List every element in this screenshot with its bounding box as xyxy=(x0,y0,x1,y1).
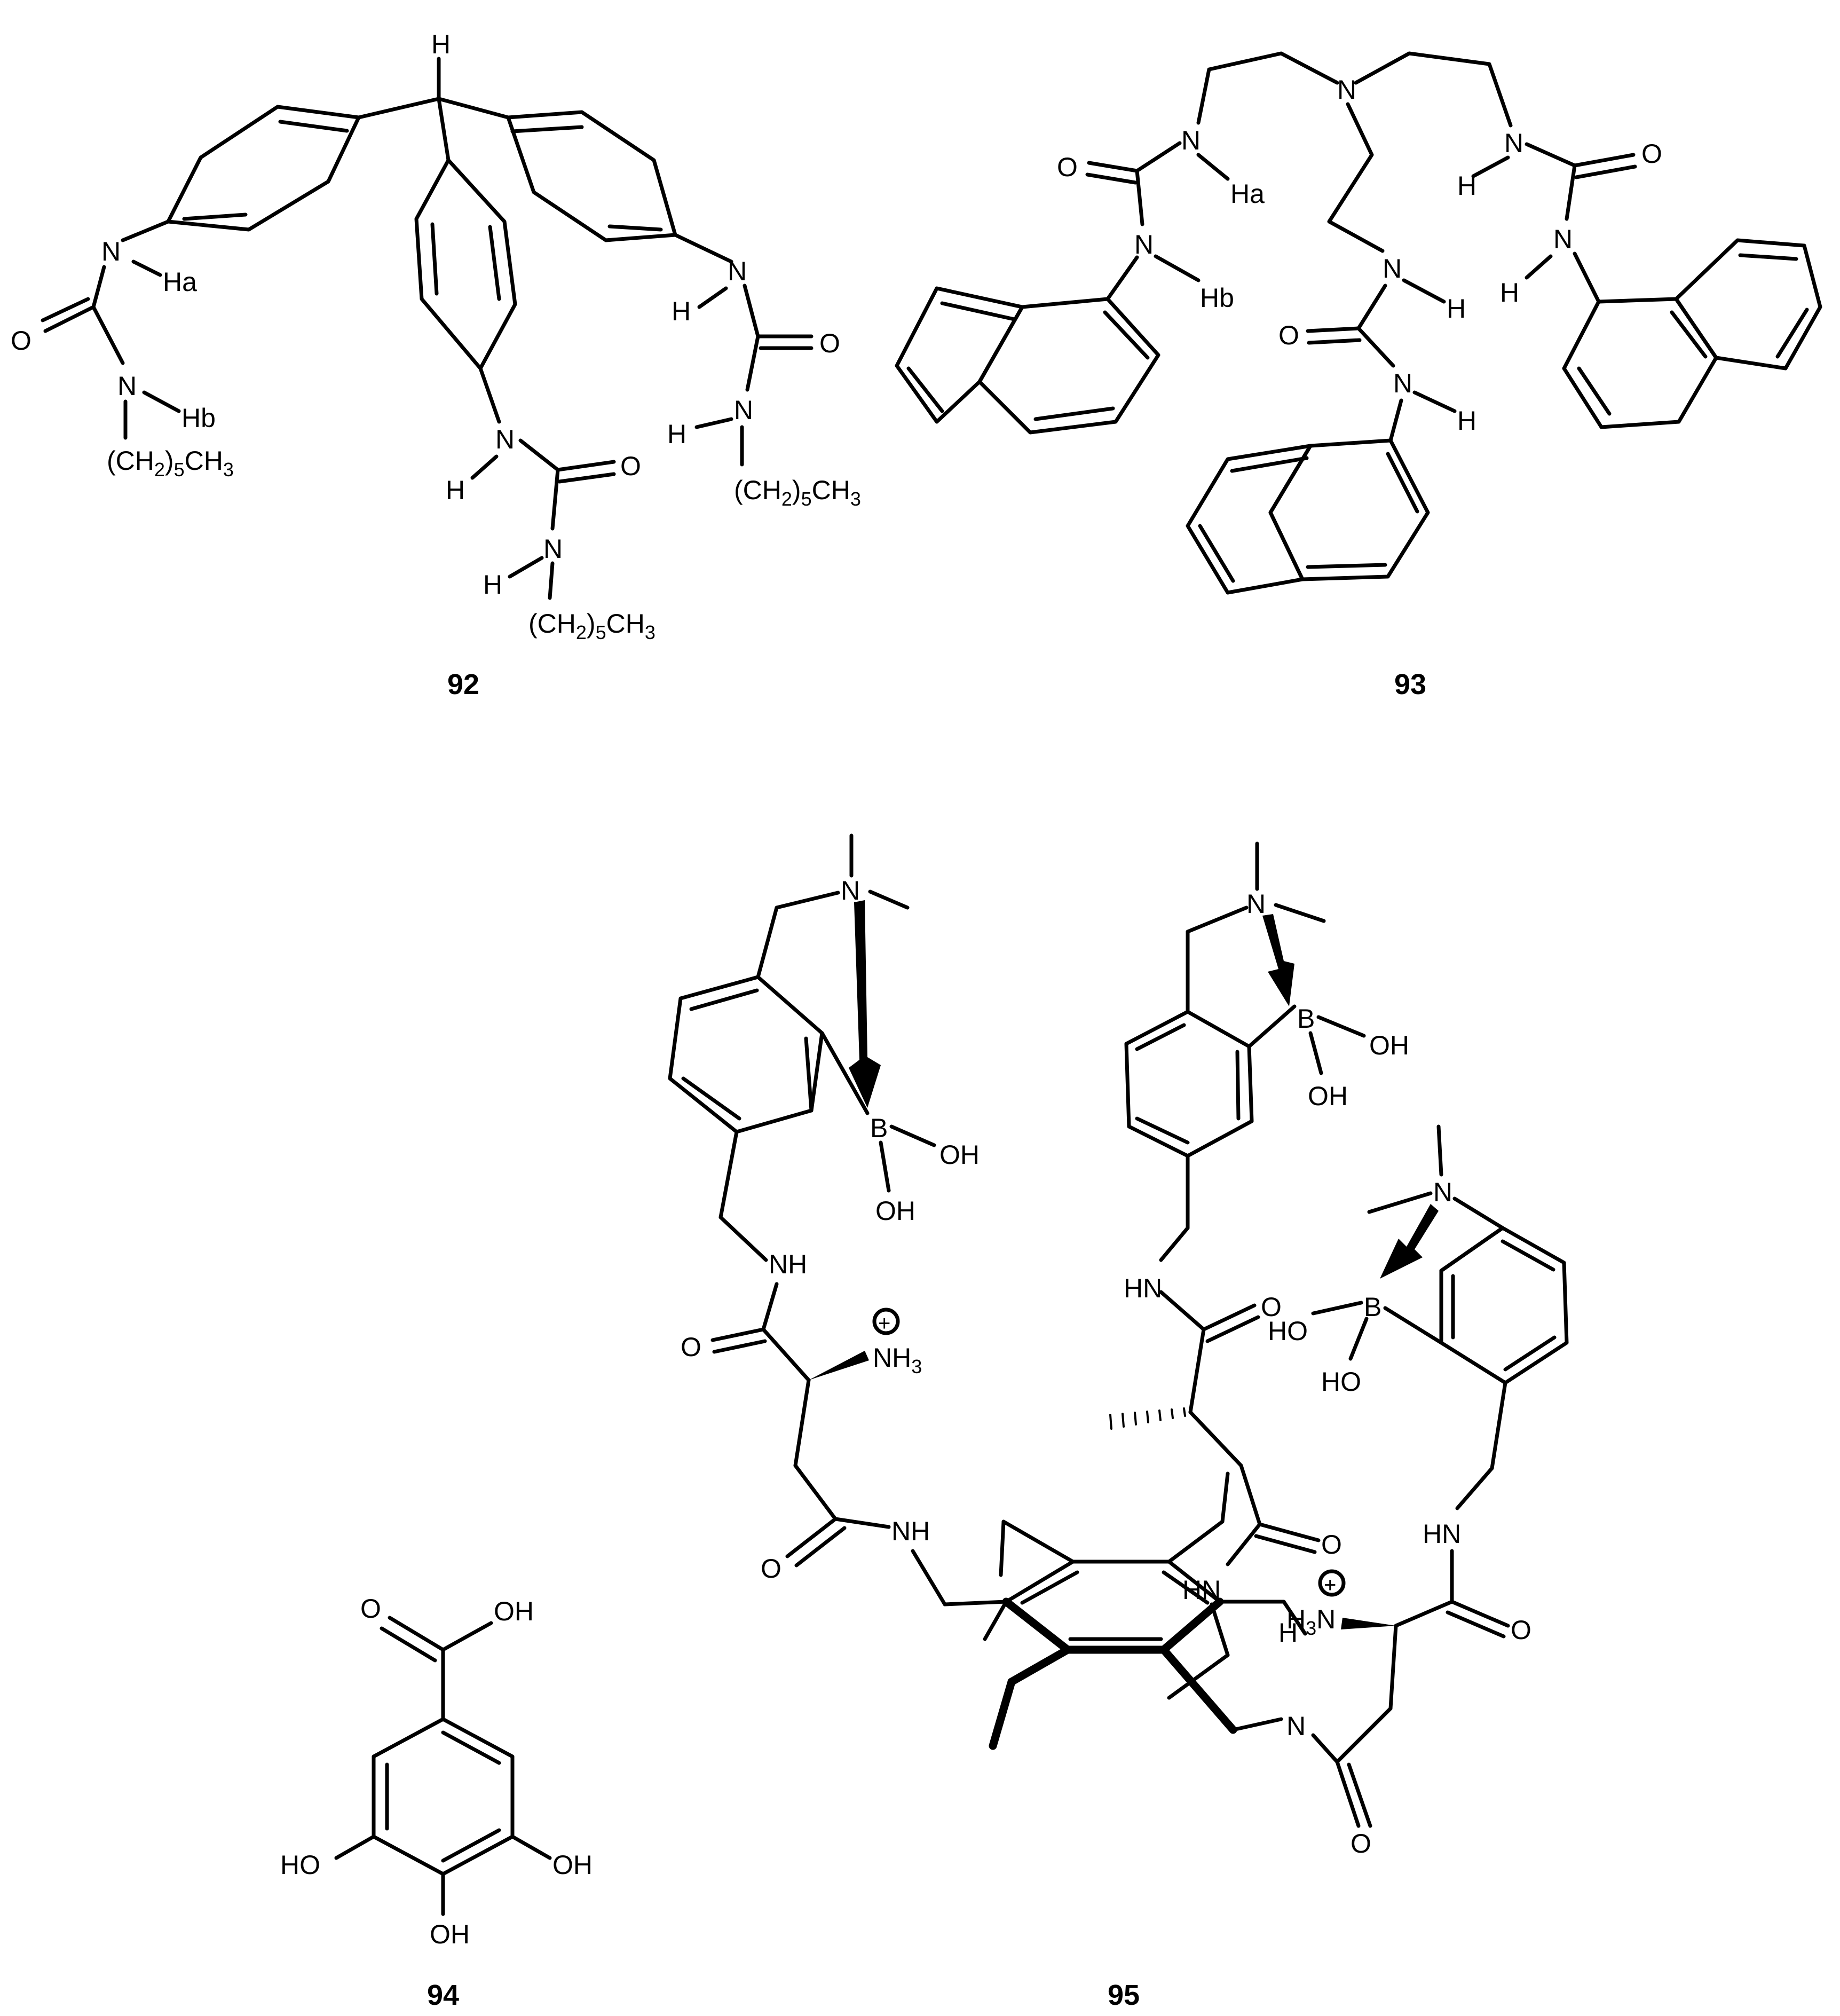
atom-n: N xyxy=(1286,1711,1306,1741)
atom-n: N xyxy=(1553,224,1573,254)
atom-o: O xyxy=(681,1332,701,1362)
atom-h: H xyxy=(667,419,686,449)
atom-b: B xyxy=(870,1113,888,1143)
atom-n: N xyxy=(1134,230,1154,259)
atom-hb: Hb xyxy=(181,403,216,433)
atom-hb: Hb xyxy=(1200,283,1234,313)
atom-ha: Ha xyxy=(163,267,197,297)
atom-b: B xyxy=(1297,1004,1315,1034)
atom-n: N xyxy=(117,371,137,401)
hash-bond xyxy=(1109,1407,1186,1430)
atom-h: H xyxy=(1457,171,1476,201)
atom-o: O xyxy=(761,1554,781,1584)
atom-o: O xyxy=(1321,1530,1342,1560)
atom-oh: OH xyxy=(552,1850,593,1880)
chain-hexyl: (CH2)5CH3 xyxy=(107,446,234,481)
atom-o: O xyxy=(1278,320,1299,350)
atom-n: N xyxy=(1433,1177,1452,1207)
compound-92: H N Ha O N Hb (CH2)5CH3 N H xyxy=(11,29,861,700)
atom-h: H xyxy=(483,570,502,600)
compound-93: N N Ha O N Hb N H O N H xyxy=(895,51,1822,700)
atom-n: N xyxy=(1181,125,1201,155)
atom-o: O xyxy=(1057,152,1078,182)
atom-ho: HO xyxy=(280,1850,320,1880)
atom-n: N xyxy=(101,237,121,266)
atom-ha: Ha xyxy=(1230,179,1265,209)
charge-plus: + xyxy=(878,1312,890,1335)
atom-h: H xyxy=(1457,406,1476,436)
atom-n: N xyxy=(1383,254,1402,284)
atom-nh3: NH3 xyxy=(873,1343,922,1377)
compound-label-92: 92 xyxy=(447,668,479,700)
atom-oh: OH xyxy=(494,1596,534,1626)
atom-oh: OH xyxy=(430,1919,470,1949)
atom-o: O xyxy=(819,328,840,358)
atom-oh: OH xyxy=(875,1196,915,1226)
atom-ho: HO xyxy=(1268,1316,1308,1346)
atom-n: N xyxy=(728,256,747,286)
atom-n: N xyxy=(543,534,563,564)
atom-ho: HO xyxy=(1321,1367,1361,1397)
atom-n: N xyxy=(1504,128,1523,158)
atom-o: O xyxy=(620,451,641,481)
atom-n: N xyxy=(734,395,753,425)
atom-nh: NH xyxy=(891,1516,930,1546)
compound-label-95: 95 xyxy=(1108,1979,1140,2011)
atom-o: O xyxy=(1511,1615,1531,1645)
atom-o: O xyxy=(1641,139,1662,169)
compound-label-94: 94 xyxy=(427,1979,459,2011)
atom-o: O xyxy=(11,326,31,356)
atom-n: N xyxy=(495,424,515,454)
compound-label-93: 93 xyxy=(1394,668,1426,700)
atom-n: N xyxy=(1246,889,1266,919)
charge-plus: + xyxy=(1324,1573,1336,1597)
atom-h: H xyxy=(446,475,465,505)
atom-n: N xyxy=(841,876,860,905)
compound-95: N B OH OH NH O NH3 + O NH xyxy=(668,833,1569,2011)
atom-h: H xyxy=(1447,294,1466,324)
atom-h: H xyxy=(1278,1618,1298,1648)
atom-oh: OH xyxy=(1369,1030,1409,1060)
atom-n-central: N xyxy=(1337,75,1356,105)
atom-oh: OH xyxy=(939,1140,980,1170)
atom-n: N xyxy=(1393,368,1412,398)
atom-h: H xyxy=(1500,278,1519,308)
atom-o: O xyxy=(1351,1829,1371,1858)
atom-o: O xyxy=(360,1594,381,1624)
atom-nh: NH xyxy=(769,1249,807,1279)
atom-o: O xyxy=(1261,1292,1282,1322)
atom-oh: OH xyxy=(1308,1081,1348,1111)
atom-h: H xyxy=(672,296,691,326)
atom-hn: HN xyxy=(1423,1519,1461,1549)
atom-hn: HN xyxy=(1124,1273,1162,1303)
atom-h: H xyxy=(431,29,451,59)
chain-hexyl: (CH2)5CH3 xyxy=(734,475,861,510)
compound-94: O OH HO OH OH 94 xyxy=(280,1594,593,2011)
chain-hexyl: (CH2)5CH3 xyxy=(528,609,656,643)
